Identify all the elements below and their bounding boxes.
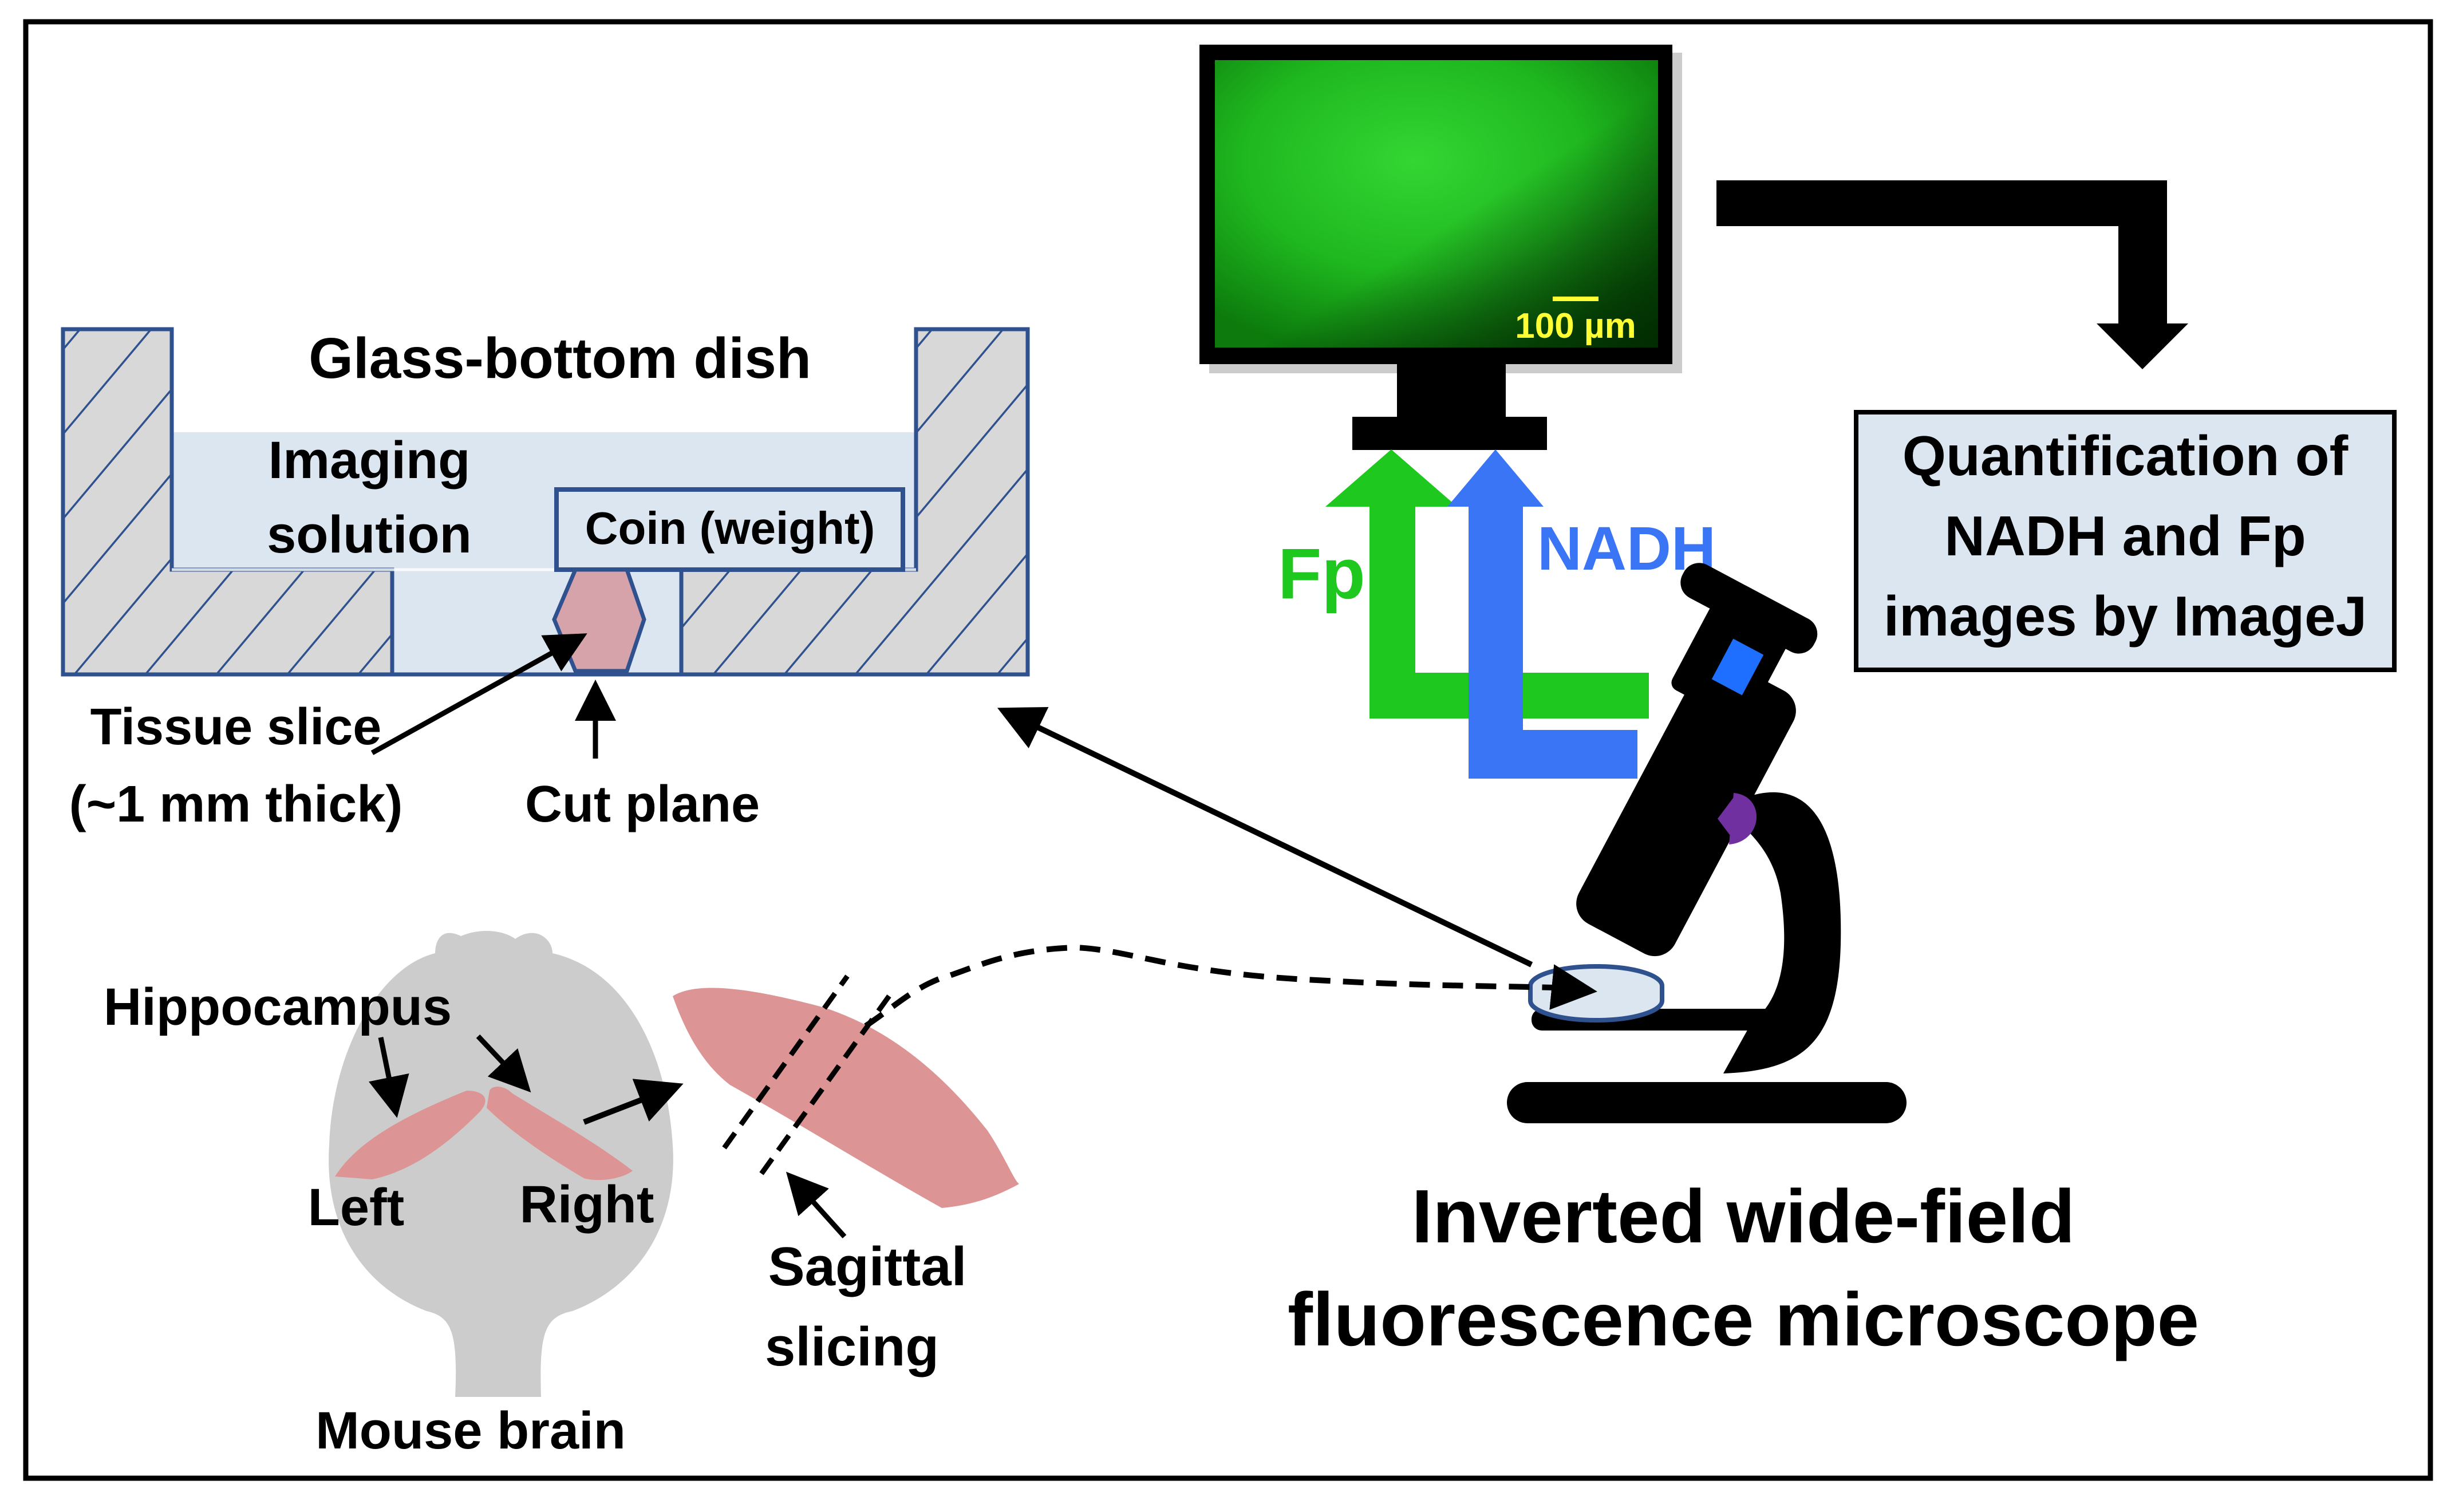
sagittal-slicing: Sagittal slicing — [673, 974, 1019, 1377]
quantification-box: Quantification of NADH and Fp images by … — [1854, 410, 2397, 672]
glass-bottom-dish: Glass-bottom dish Imaging solution Coin … — [61, 326, 1030, 833]
quantification-line-1: Quantification of — [1903, 424, 2349, 487]
left-label: Left — [308, 1178, 405, 1237]
microscope-arm — [1723, 792, 1841, 1073]
hippocampus-pointer-right — [476, 1034, 531, 1093]
sagittal-label-2: slicing — [765, 1316, 939, 1377]
dish-title: Glass-bottom dish — [309, 326, 811, 390]
tissue-slice-label-2: (~1 mm thick) — [69, 776, 403, 833]
microscope-focus-knob-disc — [1729, 793, 1757, 844]
hippocampus-right — [487, 1087, 633, 1181]
sample-dish-rim — [1528, 986, 1664, 1023]
cut-plane-label: Cut plane — [525, 776, 760, 833]
coin-label: Coin (weight) — [585, 503, 875, 554]
microscope: Inverted wide-field fluorescence microsc… — [1288, 563, 2199, 1361]
elbow-arrow-to-quantification — [1716, 180, 2188, 369]
stage-to-dish-arrow — [997, 706, 1533, 968]
monitor-base — [1352, 417, 1547, 450]
hippocampus-left — [335, 1091, 486, 1179]
brain-shape — [329, 930, 673, 1397]
slicing-pointer — [786, 1171, 847, 1239]
hippocampus-pointer-left — [368, 1037, 409, 1118]
microscope-blue-filter — [1711, 638, 1764, 696]
dashed-arrowhead — [1549, 964, 1597, 1010]
imaging-solution-label-1: Imaging — [269, 431, 471, 489]
fluorescence-image-shade — [1215, 60, 1658, 348]
mouse-brain-label: Mouse brain — [315, 1402, 626, 1460]
imaging-solution-label-2: solution — [267, 506, 472, 564]
tissue-slice-pointer — [370, 633, 587, 755]
microscope-label-2: fluorescence microscope — [1288, 1277, 2199, 1361]
microscope-body — [1576, 658, 1796, 957]
sagittal-hippocampus — [673, 988, 1019, 1208]
coin-weight — [554, 487, 905, 572]
microscope-eyepiece-cap — [1680, 563, 1818, 654]
nadh-arrow — [1447, 449, 1637, 779]
microscope-label-1: Inverted wide-field — [1412, 1174, 2075, 1258]
scale-bar-line — [1553, 297, 1599, 301]
hippocampus-to-slice-arrow — [583, 1079, 684, 1125]
quantification-line-2: NADH and Fp — [1944, 504, 2306, 567]
monitor-neck — [1397, 364, 1506, 417]
microscope-base — [1507, 1082, 1907, 1123]
mouse-brain: Hippocampus Left Right Mouse brain — [104, 930, 673, 1460]
monitor: 100 µm — [1199, 45, 1682, 450]
sagittal-label-1: Sagittal — [768, 1236, 967, 1297]
cut-line-1 — [722, 974, 850, 1150]
tissue-slice-label-1: Tissue slice — [90, 698, 382, 756]
cut-line-2 — [759, 989, 895, 1175]
right-label: Right — [519, 1175, 654, 1234]
tissue-slice-shape — [552, 567, 646, 673]
fp-arrow — [1325, 449, 1649, 719]
scale-bar-label: 100 µm — [1515, 306, 1636, 346]
dashed-path-to-stage — [864, 944, 1555, 1029]
quantification-line-3: images by ImageJ — [1884, 585, 2367, 648]
hippocampus-label: Hippocampus — [104, 978, 452, 1036]
fp-label: Fp — [1278, 534, 1365, 614]
